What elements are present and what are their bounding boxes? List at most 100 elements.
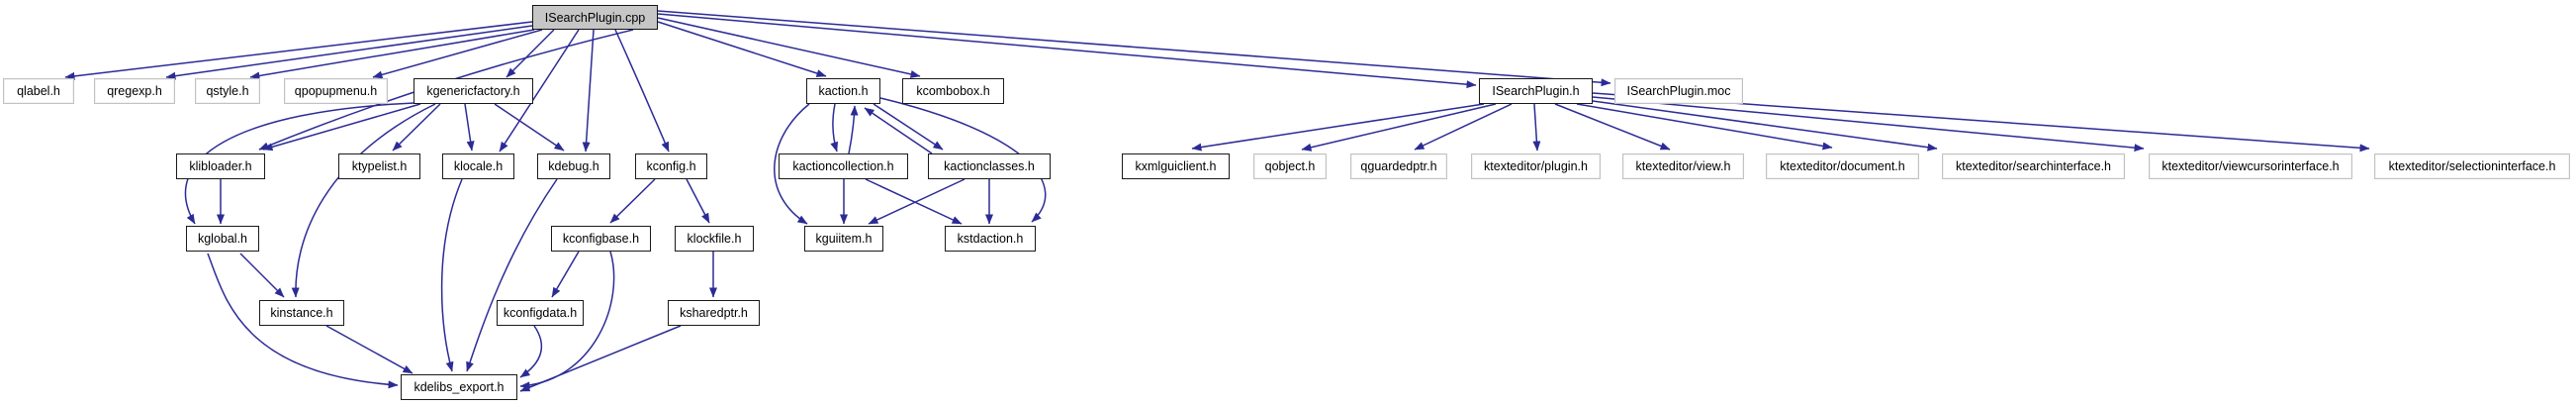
graph-node-kguiitem[interactable]: kguiitem.h: [804, 226, 883, 252]
graph-node-kxmlguiclient[interactable]: kxmlguiclient.h: [1122, 153, 1230, 179]
edge-isearchplugin_h-to-kte_searchinterface: [1592, 100, 1938, 152]
graph-node-kte_view: ktexteditor/view.h: [1622, 153, 1744, 179]
graph-node-label: kaction.h: [818, 84, 869, 98]
edge-kdebug-to-kdelibs_export: [466, 178, 558, 372]
graph-node-label: klocale.h: [453, 159, 504, 173]
graph-node-label: qstyle.h: [206, 84, 249, 98]
graph-node-isearchplugin_h[interactable]: ISearchPlugin.h: [1479, 78, 1593, 104]
graph-node-label: ISearchPlugin.moc: [1626, 84, 1731, 98]
graph-node-label: kconfigbase.h: [562, 232, 640, 246]
graph-node-label: kguiitem.h: [815, 232, 873, 246]
edge-kgenericfactory-to-kdebug: [494, 103, 565, 152]
graph-node-label: kconfig.h: [646, 159, 696, 173]
edge-kglobal-to-kinstance: [239, 253, 285, 298]
graph-node-kconfigbase[interactable]: kconfigbase.h: [551, 226, 651, 252]
edge-cpp-to-qregexp: [165, 25, 533, 80]
edge-isearchplugin_h-to-kte_viewcursorinterface: [1592, 96, 2145, 153]
edge-kconfig-to-kconfigbase: [609, 178, 656, 224]
edge-kaction-to-kguiitem: [774, 103, 810, 225]
graph-node-kactioncollection[interactable]: kactioncollection.h: [779, 153, 908, 179]
edge-cpp-to-kaction: [657, 21, 827, 77]
edge-ksharedptr-to-kdelibs_export: [519, 325, 682, 392]
graph-node-kactionclasses[interactable]: kactionclasses.h: [928, 153, 1051, 179]
graph-node-kinstance[interactable]: kinstance.h: [259, 300, 344, 326]
edge-kconfig-to-klockfile: [686, 178, 710, 224]
graph-node-ksharedptr[interactable]: ksharedptr.h: [668, 300, 760, 326]
graph-node-label: kstdaction.h: [957, 232, 1024, 246]
graph-node-label: kactionclasses.h: [944, 159, 1035, 173]
graph-node-kte_document: ktexteditor/document.h: [1766, 153, 1919, 179]
graph-node-label: kactioncollection.h: [792, 159, 894, 173]
graph-node-qstyle: qstyle.h: [195, 78, 260, 104]
graph-node-qobject: qobject.h: [1253, 153, 1327, 179]
graph-node-label: kgenericfactory.h: [426, 84, 520, 98]
edge-klocale-to-kdelibs_export: [440, 178, 463, 372]
graph-node-label: ksharedptr.h: [680, 306, 748, 320]
graph-node-kte_searchinterface: ktexteditor/searchinterface.h: [1942, 153, 2125, 179]
graph-node-label: qlabel.h: [17, 84, 60, 98]
graph-node-kconfig[interactable]: kconfig.h: [635, 153, 707, 179]
graph-node-label: qobject.h: [1264, 159, 1316, 173]
edge-cpp-to-isearchplugin_h: [657, 13, 1477, 89]
edge-kconfigbase-to-kconfigdata: [551, 251, 580, 298]
graph-node-label: qregexp.h: [107, 84, 162, 98]
graph-node-label: kcombobox.h: [916, 84, 990, 98]
edge-kactioncollection-to-kstdaction: [865, 178, 963, 225]
graph-node-ktypelist[interactable]: ktypelist.h: [338, 153, 420, 179]
edge-cpp-to-isearchplugin_moc: [657, 10, 1611, 87]
graph-node-kte_selectioninterface: ktexteditor/selectioninterface.h: [2374, 153, 2570, 179]
graph-node-kgenericfactory[interactable]: kgenericfactory.h: [414, 78, 533, 104]
edge-cpp-to-qstyle: [249, 29, 535, 80]
graph-node-label: ktexteditor/searchinterface.h: [1955, 159, 2112, 173]
edge-kconfigdata-to-kdelibs_export: [519, 325, 543, 378]
graph-node-label: ktexteditor/viewcursorinterface.h: [2162, 159, 2340, 173]
graph-node-klocale[interactable]: klocale.h: [442, 153, 514, 179]
edge-kaction-to-kactioncollection: [830, 103, 839, 153]
edges-group: [64, 10, 2370, 392]
edge-kinstance-to-kdelibs_export: [325, 325, 414, 374]
edge-cpp-to-kconfig: [614, 29, 670, 153]
graph-node-label: kglobal.h: [197, 232, 248, 246]
graph-node-klibloader[interactable]: klibloader.h: [176, 153, 265, 179]
edge-isearchplugin_h-to-kte_view: [1554, 103, 1671, 151]
graph-node-label: kinstance.h: [270, 306, 333, 320]
graph-node-label: ktypelist.h: [351, 159, 408, 173]
edge-kactionclasses-to-kaction: [864, 107, 933, 154]
edge-isearchplugin_h-to-kte_document: [1576, 103, 1833, 151]
edge-cpp-to-kgenericfactory: [506, 29, 555, 78]
graph-node-kstdaction[interactable]: kstdaction.h: [945, 226, 1036, 252]
edge-cpp-to-qlabel: [64, 21, 533, 80]
edge-cpp-to-kcombobox: [657, 17, 921, 78]
graph-node-label: qpopupmenu.h: [294, 84, 378, 98]
graph-node-kcombobox[interactable]: kcombobox.h: [902, 78, 1004, 104]
graph-node-label: ktexteditor/document.h: [1780, 159, 1905, 173]
graph-node-label: ISearchPlugin.h: [1492, 84, 1580, 98]
edge-cpp-to-klocale: [499, 29, 580, 153]
graph-node-isearchplugin_moc: ISearchPlugin.moc: [1614, 78, 1743, 104]
edge-isearchplugin_h-to-kxmlguiclient: [1191, 103, 1485, 152]
graph-node-kdebug[interactable]: kdebug.h: [537, 153, 610, 179]
graph-node-kte_plugin: ktexteditor/plugin.h: [1471, 153, 1601, 179]
edge-kgenericfactory-to-klibloader: [262, 103, 421, 152]
edge-kgenericfactory-to-klocale: [464, 103, 475, 152]
graph-node-kte_viewcursorinterface: ktexteditor/viewcursorinterface.h: [2149, 153, 2352, 179]
edge-isearchplugin_h-to-qguardedptr: [1414, 103, 1513, 151]
edge-kglobal-to-kdelibs_export: [207, 253, 399, 389]
graph-node-kglobal[interactable]: kglobal.h: [186, 226, 259, 252]
graph-node-qregexp: qregexp.h: [94, 78, 175, 104]
graph-node-kdelibs_export[interactable]: kdelibs_export.h: [401, 374, 517, 400]
edge-kactionclasses-to-kguiitem: [868, 178, 966, 225]
graph-node-label: klibloader.h: [189, 159, 252, 173]
graph-node-kconfigdata[interactable]: kconfigdata.h: [497, 300, 584, 326]
graph-node-label: kdelibs_export.h: [414, 380, 505, 394]
graph-node-label: ktexteditor/plugin.h: [1484, 159, 1588, 173]
graph-node-label: ktexteditor/view.h: [1635, 159, 1731, 173]
edge-cpp-to-kdebug: [582, 29, 595, 153]
edge-kaction-to-kactionclasses: [873, 103, 944, 151]
graph-node-qlabel: qlabel.h: [3, 78, 74, 104]
edge-isearchplugin_h-to-qobject: [1301, 103, 1497, 152]
graph-node-kaction[interactable]: kaction.h: [806, 78, 880, 104]
graph-node-klockfile[interactable]: klockfile.h: [675, 226, 754, 252]
edge-kgenericfactory-to-ktypelist: [392, 103, 441, 152]
